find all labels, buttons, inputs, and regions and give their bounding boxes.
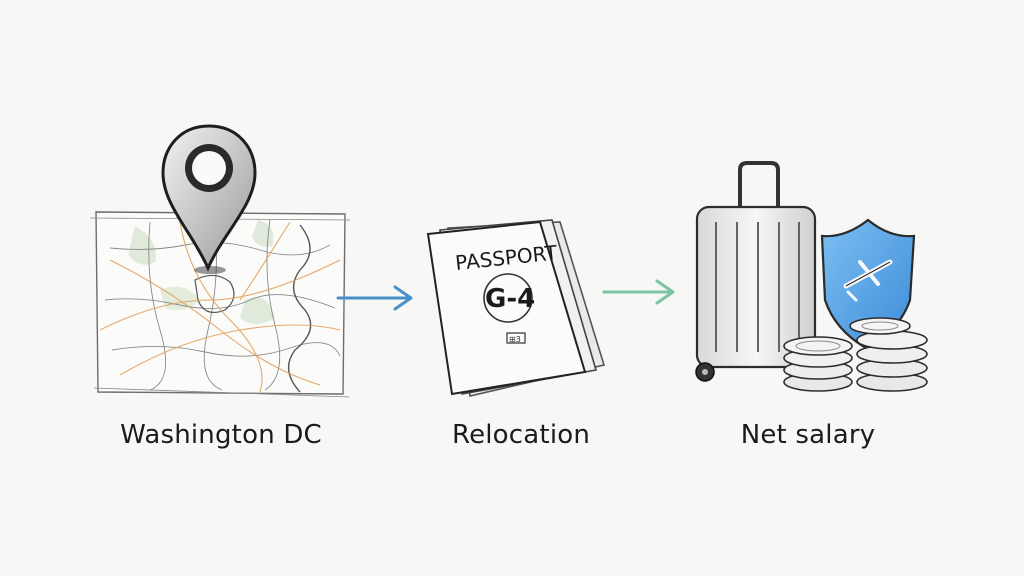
map-pin-icon <box>161 124 257 272</box>
airplane-icon <box>843 259 893 302</box>
arrow-right-icon <box>336 285 413 311</box>
step-label-location: Washington DC <box>120 420 322 450</box>
passport-icon: PASSPORT G-4 ⊞3 <box>426 219 606 397</box>
passport-visa: G-4 <box>485 284 535 314</box>
passport-mark: ⊞3 <box>509 335 521 344</box>
coins-icon <box>783 317 928 392</box>
suitcase-icon <box>695 161 817 382</box>
map-icon <box>89 211 351 398</box>
step-label-salary: Net salary <box>740 420 876 450</box>
arrow-right-icon <box>602 279 675 305</box>
step-label-relocation: Relocation <box>451 420 591 450</box>
shield-icon <box>820 218 916 350</box>
